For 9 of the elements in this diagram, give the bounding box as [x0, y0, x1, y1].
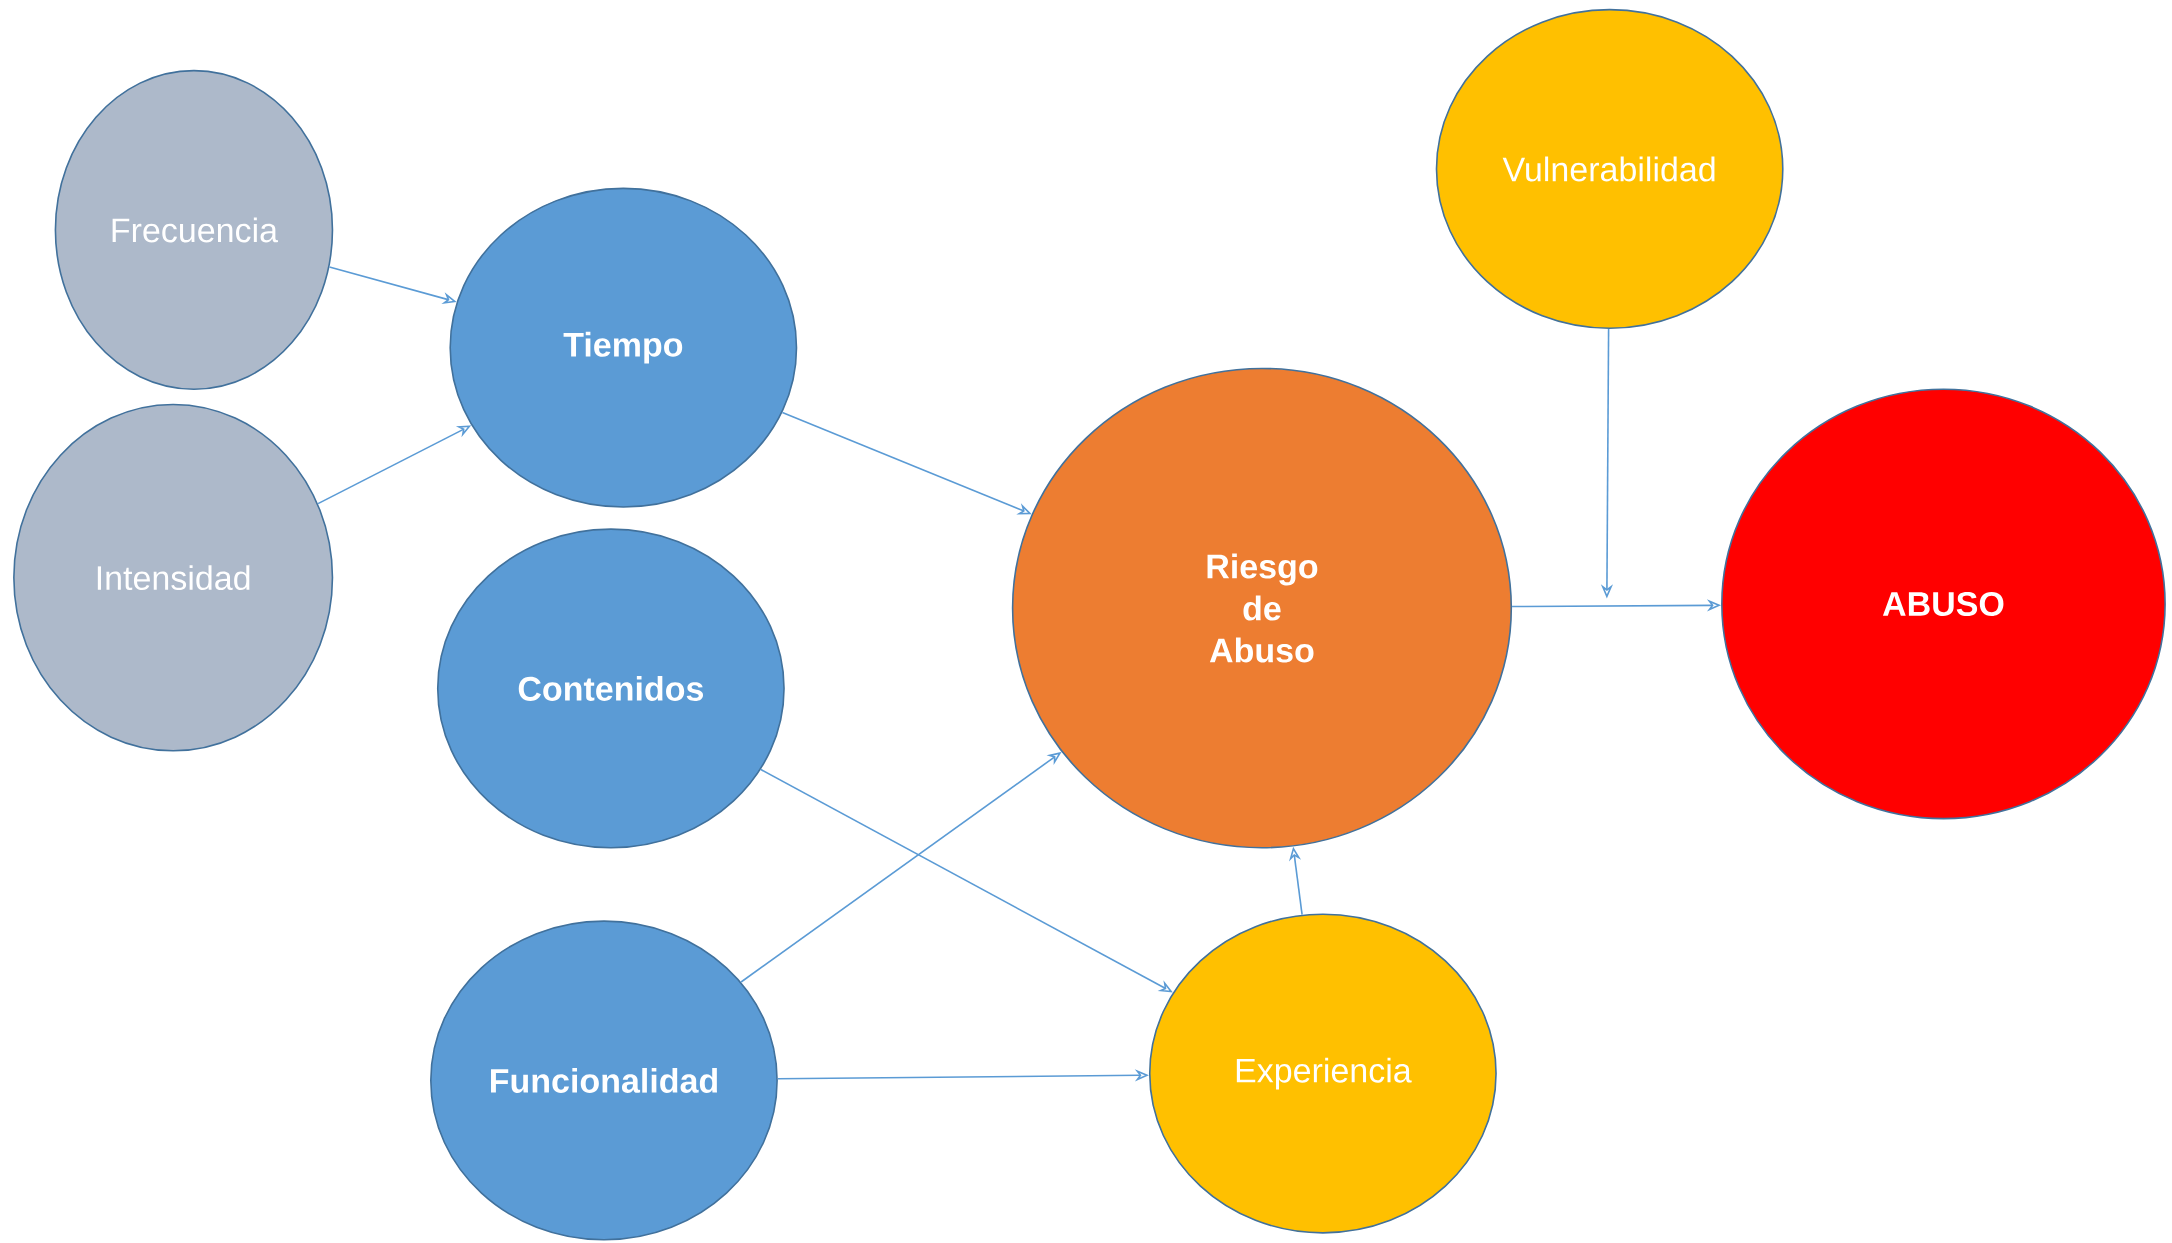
circle-node: Frecuencia: [54, 70, 334, 391]
circle-node: ABUSO: [1721, 388, 2166, 820]
circle-node: Riesgo de Abuso: [1011, 367, 1513, 849]
circle-node: Contenidos: [436, 528, 785, 849]
circle-node: Experiencia: [1148, 913, 1497, 1234]
circle-node: Vulnerabilidad: [1435, 9, 1784, 330]
circle-node: Funcionalidad: [430, 920, 778, 1241]
circle-node: Tiempo: [449, 187, 798, 508]
circle-node: Intensidad: [13, 403, 334, 752]
